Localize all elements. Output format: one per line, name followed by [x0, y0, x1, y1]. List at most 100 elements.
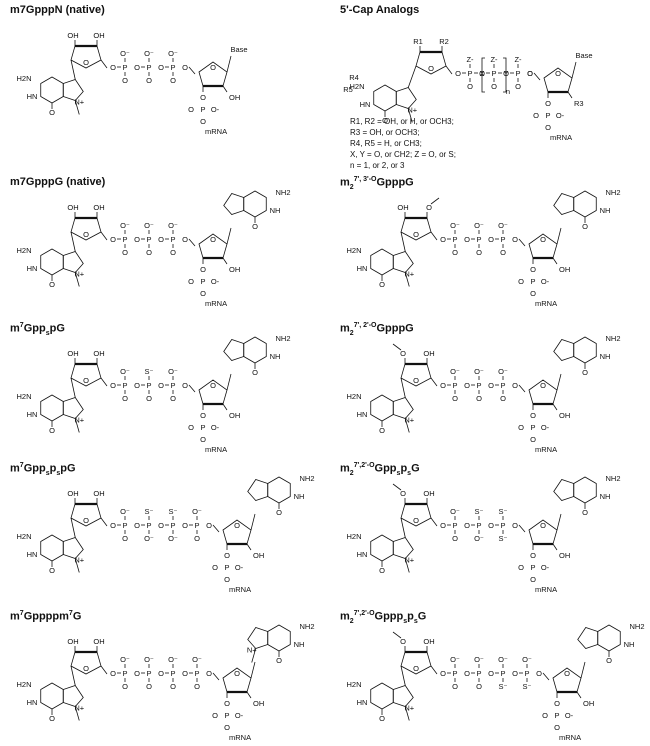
atom-label: O⁻: [450, 367, 460, 376]
atom-label: P: [122, 63, 127, 72]
atom-label: P: [476, 521, 481, 530]
structure-title: m7Gppppm7G: [10, 610, 82, 623]
atom-label: O⁻: [120, 367, 130, 376]
bond: [74, 418, 80, 433]
atom-label: NH: [270, 206, 281, 215]
atom-label: P: [515, 69, 520, 78]
atom-label: O: [464, 381, 470, 390]
mrna-label: mRNA: [535, 585, 557, 594]
guanine-five-ring: [392, 685, 414, 707]
atom-label: S⁻: [475, 507, 484, 516]
atom-label: N+: [74, 704, 84, 713]
atom-label: O⁻: [168, 534, 178, 543]
mrna-label: mRNA: [229, 733, 251, 742]
atom-label: HN: [27, 264, 38, 273]
ribose-3prime: [222, 519, 252, 545]
legend-line: X, Y = O, or CH2; Z = O, or S;: [350, 150, 456, 159]
ribose-3prime: [528, 379, 558, 405]
legend-line: n = 1, or 2, or 3: [350, 161, 405, 170]
bond: [70, 665, 76, 686]
bond: [188, 384, 196, 393]
atom-label: R4: [349, 73, 359, 82]
ribose-3prime: [552, 667, 582, 693]
atom-label: O: [134, 63, 140, 72]
atom-label: O: [122, 534, 128, 543]
atom-label: S⁻: [145, 507, 154, 516]
atom-label: P: [146, 381, 151, 390]
atom-label: H2N: [16, 680, 31, 689]
atom-label: P: [200, 423, 205, 432]
atom-label: O: [413, 516, 419, 525]
bond: [246, 691, 252, 699]
atom-label: O: [49, 426, 55, 435]
bond: [556, 373, 562, 391]
mrna-label: mRNA: [205, 299, 227, 308]
guanine-six-ring: [243, 190, 267, 218]
atom-label: O: [276, 656, 282, 665]
atom-label: H2N: [16, 74, 31, 83]
atom-label: O: [540, 381, 546, 390]
bond: [392, 483, 402, 491]
atom-label: O: [542, 711, 548, 720]
bond: [571, 61, 577, 79]
atom-label: O: [512, 235, 518, 244]
atom-label: O: [188, 277, 194, 286]
atom-label: P: [524, 669, 529, 678]
atom-label: P: [146, 669, 151, 678]
atom-label: S⁻: [499, 507, 508, 516]
bond: [430, 197, 440, 205]
atom-label: OH: [583, 699, 594, 708]
atom-label: N+: [407, 106, 417, 115]
atom-label: O: [530, 289, 536, 298]
atom-label: O: [170, 394, 176, 403]
atom-label: O-: [565, 711, 574, 720]
structure-title: m27', 2'-OGpppG: [340, 322, 414, 337]
mrna-label: mRNA: [535, 299, 557, 308]
atom-label: O: [206, 521, 212, 530]
bond: [580, 661, 586, 679]
atom-label: N+: [404, 556, 414, 565]
atom-label: P: [146, 521, 151, 530]
atom-label: O⁻: [192, 655, 202, 664]
bond: [100, 377, 108, 387]
bond: [100, 59, 108, 69]
atom-label: P: [170, 235, 175, 244]
atom-label: n: [506, 87, 510, 96]
bond: [404, 418, 410, 433]
bond: [556, 227, 562, 245]
structure-title: 5'-Cap Analogs: [340, 4, 420, 16]
atom-label: O: [476, 682, 482, 691]
atom-label: O-: [235, 711, 244, 720]
atom-label: O: [464, 669, 470, 678]
guanine-six-ring: [370, 394, 394, 422]
atom-label: O: [200, 117, 206, 126]
atom-label: O: [83, 516, 89, 525]
bond: [70, 517, 76, 538]
atom-label: O: [530, 435, 536, 444]
atom-label: O-: [541, 277, 550, 286]
atom-label: HN: [357, 550, 368, 559]
atom-label: O: [530, 411, 536, 420]
atom-label: OH: [93, 349, 104, 358]
atom-label: O: [224, 551, 230, 560]
atom-label: NH2: [299, 474, 314, 483]
atom-label: H2N: [16, 532, 31, 541]
bond: [552, 257, 558, 265]
atom-label: O: [194, 534, 200, 543]
atom-label: O: [200, 411, 206, 420]
atom-label: P: [554, 711, 559, 720]
atom-label: O: [146, 76, 152, 85]
atom-label: O⁻: [168, 49, 178, 58]
atom-label: O: [582, 368, 588, 377]
guanine-five-ring: [553, 339, 575, 361]
mrna-label: mRNA: [535, 445, 557, 454]
atom-label: O: [146, 682, 152, 691]
bond: [74, 272, 80, 287]
atom-label: O-: [541, 563, 550, 572]
atom-label: Base: [230, 45, 247, 54]
